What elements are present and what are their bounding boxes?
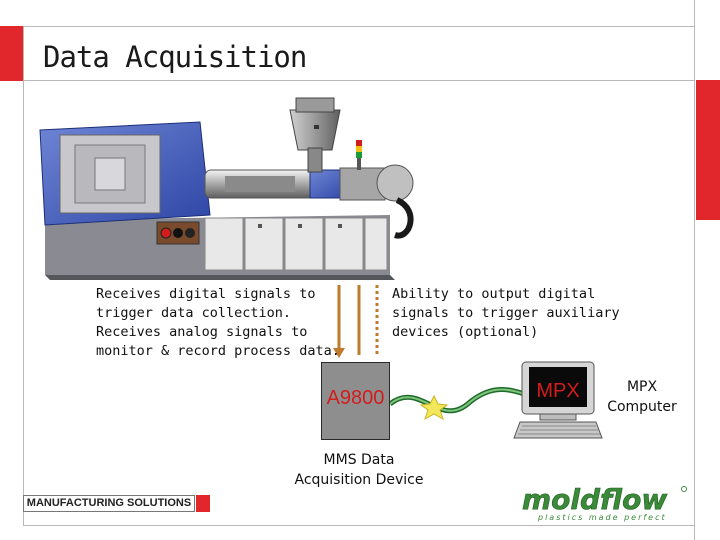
input-signals-caption: Receives digital signals to trigger data… [96,286,340,359]
manufacturing-solutions-label: MANUFACTURING SOLUTIONS [23,495,195,512]
a9800-screen-text: A9800 [326,387,385,409]
page-title: Data Acquisition [43,40,307,74]
frame-top-line [23,26,695,27]
footer-accent-block [196,495,210,512]
right-accent-bar [696,80,720,220]
frame-bottom-line [23,525,695,526]
moldflow-logo: moldflow plastics made perfect [520,483,690,523]
svg-text:plastics made perfect: plastics made perfect [537,513,667,522]
computer-label: MPX Computer [607,379,677,415]
a9800-label: MMS Data Acquisition Device [294,452,424,488]
a9800-device: A9800 [321,362,390,440]
frame-left-line [23,26,24,526]
moldflow-logo-graphic: moldflow plastics made perfect [522,483,687,522]
output-signals-caption: Ability to output digital signals to tri… [392,286,620,340]
frame-title-underline [23,80,695,81]
title-accent-bar [0,26,23,81]
frame-right-line [694,0,695,540]
computer-screen-text: MPX [536,380,580,402]
svg-text:moldflow: moldflow [522,483,667,516]
